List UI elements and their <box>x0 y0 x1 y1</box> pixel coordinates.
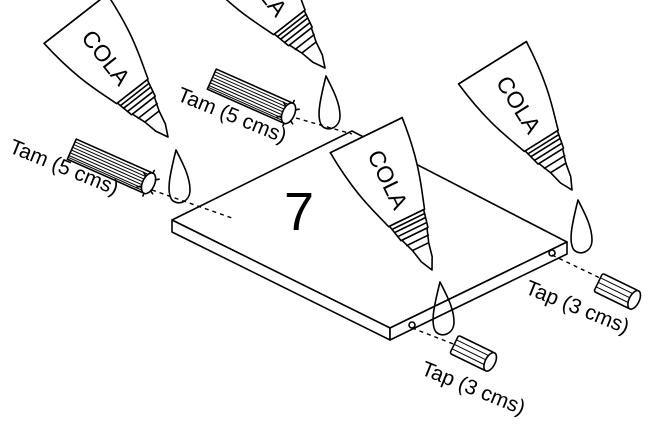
glue-drop-3 <box>570 199 593 254</box>
dowel-short-2 <box>449 334 500 374</box>
glue-bottle-2: COLA <box>200 0 358 94</box>
glue-bottle-3: COLA <box>457 40 607 212</box>
alignment-lines <box>151 117 601 346</box>
glue-drop-1 <box>168 149 191 204</box>
glue-bottle-1: COLA <box>43 0 201 163</box>
cap-label-2: Tap (3 cms) <box>418 357 528 419</box>
board-panel <box>171 130 568 341</box>
panel-number: 7 <box>284 182 314 242</box>
glue-bottle-4: COLA <box>329 116 469 289</box>
glue-drop-2 <box>318 75 341 130</box>
